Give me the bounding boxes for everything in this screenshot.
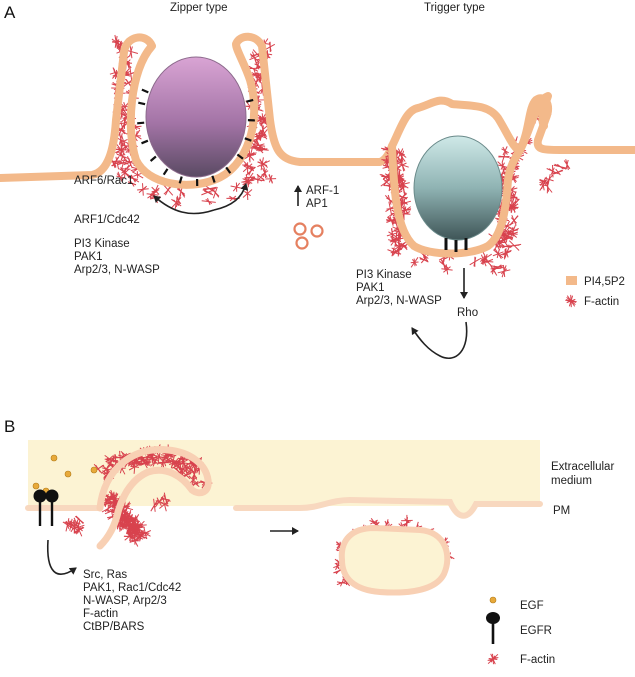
b-factor-pak1-rac1-cdc42: PAK1, Rac1/Cdc42: [83, 582, 181, 594]
rho-label: Rho: [457, 307, 478, 319]
zipper-particle: [145, 56, 247, 178]
trigger-factor-pak1: PAK1: [356, 282, 385, 294]
legend-pip-swatch: [566, 276, 577, 285]
zipper-arrow-right: [213, 183, 249, 211]
zipper-factor-arf6-rac1: ARF6/Rac1: [74, 175, 133, 187]
trigger-ruffle-right: [516, 94, 635, 154]
trigger-plasma-membrane: [388, 92, 552, 258]
trigger-receptor-bonds: [444, 238, 468, 252]
membrane-ruffle: [96, 446, 212, 550]
extracellular-label-line2: medium: [551, 475, 592, 487]
zipper-factor-arp-nwasp: Arp2/3, N-WASP: [74, 264, 160, 276]
legend-factin-icon-b: [487, 653, 499, 665]
b-factor-factin: F-actin: [83, 608, 118, 620]
zipper-receptor-bonds: [137, 88, 255, 187]
endosomal-vesicles: [293, 222, 324, 250]
legend-factin-label-b: F-actin: [520, 654, 555, 666]
legend-factin-label-a: F-actin: [584, 296, 619, 308]
zipper-factor-pi3k: PI3 Kinase: [74, 238, 130, 250]
pm-label: PM: [553, 505, 570, 517]
zipper-type-title: Zipper type: [170, 2, 228, 14]
b-factor-nwasp-arp: N-WASP, Arp2/3: [83, 595, 167, 607]
egfr-signal-arrow: [46, 539, 77, 575]
egfr-receptors: [33, 489, 59, 526]
b-factor-src-ras: Src, Ras: [83, 569, 127, 581]
trigger-particle: [413, 135, 503, 241]
trigger-type-title: Trigger type: [424, 2, 485, 14]
legend-egfr-label: EGFR: [520, 625, 552, 637]
middle-factor-ap1: AP1: [306, 198, 328, 210]
macropinosome: [338, 524, 451, 596]
trigger-factor-pi3k: PI3 Kinase: [356, 269, 412, 281]
zipper-factor-arf1-cdc42: ARF1/Cdc42: [74, 214, 140, 226]
extracellular-label-line1: Extracellular: [551, 461, 614, 473]
zipper-factor-pak1: PAK1: [74, 251, 103, 263]
ruffle-actin-network: [62, 444, 213, 547]
zipper-arrow-left: [153, 195, 215, 215]
b-factor-ctbp-bars: CtBP/BARS: [83, 621, 145, 633]
panel-a-label: A: [4, 3, 16, 22]
middle-factor-arf1: ARF-1: [306, 185, 339, 197]
legend-pip-label: PI4,5P2: [584, 276, 625, 288]
panel-b-label: B: [4, 417, 15, 436]
legend-egfr-icon: [486, 612, 500, 644]
zipper-plasma-membrane: [0, 32, 396, 189]
legend-egf-label: EGF: [520, 600, 544, 612]
trigger-factor-arp-nwasp: Arp2/3, N-WASP: [356, 295, 442, 307]
egf-particles: [32, 454, 98, 495]
legend-egf-icon: [489, 596, 497, 604]
legend-factin-icon: [565, 294, 577, 308]
rho-feedback-arrow: [411, 321, 468, 359]
